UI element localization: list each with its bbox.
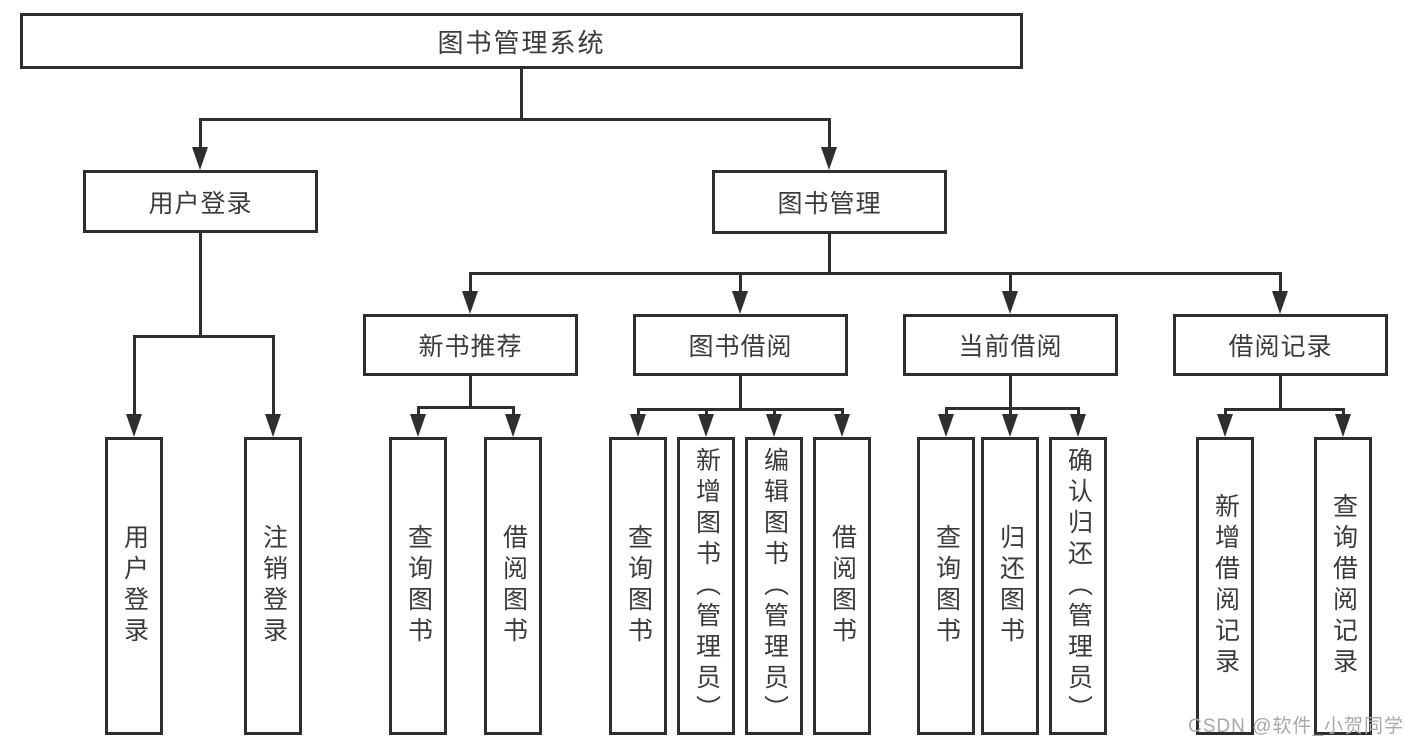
arrow-down-icon: [1002, 291, 1018, 314]
watermark-text: CSDN @软件_小贺同学: [1188, 716, 1404, 737]
node-book-borrowing: 图书借阅: [633, 314, 848, 376]
leaf-label: 新增借阅记录: [1211, 493, 1240, 679]
leaf-label: 借阅图书: [828, 524, 857, 648]
leaf-label: 查询借阅记录: [1329, 493, 1358, 679]
connector-book-borrowing-branch: [637, 408, 844, 411]
leaf-query-books-current: 查询图书: [917, 437, 975, 735]
leaf-add-borrow-record: 新增借阅记录: [1196, 437, 1254, 735]
node-label: 图书管理系统: [437, 27, 606, 58]
connector-level2-branch: [469, 272, 1281, 275]
connector-new-book-stem: [469, 376, 472, 406]
connector-drop-leaf: [1009, 407, 1012, 418]
node-label: 图书管理: [777, 190, 882, 218]
leaf-user-login: 用户登录: [105, 437, 163, 735]
connector-current-borrowing-branch: [945, 407, 1080, 410]
leaf-add-books-admin: 新增图书（管理员）: [677, 437, 735, 735]
node-label: 新书推荐: [418, 333, 523, 361]
leaf-label: 查询图书: [932, 524, 961, 648]
leaf-return-books: 归还图书: [981, 437, 1039, 735]
leaf-label: 查询图书: [624, 524, 653, 648]
arrow-down-icon: [821, 147, 837, 170]
connector-drop-leaf: [705, 408, 708, 418]
leaf-borrow-books-borrowing: 借阅图书: [813, 437, 871, 735]
node-user-login: 用户登录: [83, 170, 318, 233]
leaf-label: 编辑图书（管理员）: [760, 446, 789, 726]
arrow-down-icon: [834, 414, 850, 437]
connector-drop-leaf: [945, 407, 948, 418]
connector-drop-leaf: [1342, 408, 1345, 418]
arrow-down-icon: [126, 414, 142, 437]
connector-new-book-branch: [417, 406, 515, 409]
connector-drop-book-management: [828, 118, 831, 151]
leaf-borrow-books-recommend: 借阅图书: [484, 437, 542, 735]
connector-user-login-branch: [133, 335, 275, 338]
connector-drop-leaf: [1077, 407, 1080, 418]
connector-level1-branch: [199, 118, 831, 121]
node-label: 当前借阅: [958, 333, 1063, 361]
leaf-label: 用户登录: [120, 524, 149, 648]
node-borrowing-records: 借阅记录: [1173, 314, 1388, 376]
connector-drop-leaf: [512, 406, 515, 418]
arrow-down-icon: [410, 414, 426, 437]
node-book-management: 图书管理: [712, 170, 947, 234]
arrow-down-icon: [1272, 291, 1288, 314]
arrow-down-icon: [505, 414, 521, 437]
connector-borrowing-records-branch: [1224, 408, 1345, 411]
arrow-down-icon: [630, 414, 646, 437]
connector-book-borrowing-stem: [739, 376, 742, 408]
connector-drop-new-book: [469, 272, 472, 294]
connector-drop-borrowing-records: [1279, 272, 1282, 294]
leaf-query-books-borrowing: 查询图书: [609, 437, 667, 735]
arrow-down-icon: [265, 414, 281, 437]
connector-drop-leaf: [133, 335, 136, 419]
leaf-label: 借阅图书: [499, 524, 528, 648]
leaf-label: 新增图书（管理员）: [692, 446, 721, 726]
connector-drop-leaf: [272, 335, 275, 419]
node-new-book-recommend: 新书推荐: [363, 314, 578, 376]
leaf-edit-books-admin: 编辑图书（管理员）: [745, 437, 803, 735]
connector-drop-leaf: [1224, 408, 1227, 418]
connector-book-management-stem: [828, 234, 831, 272]
leaf-label: 确认归还（管理员）: [1064, 446, 1093, 726]
leaf-query-books-recommend: 查询图书: [389, 437, 447, 735]
connector-drop-leaf: [841, 408, 844, 418]
leaf-label: 查询图书: [404, 524, 433, 648]
connector-drop-leaf: [417, 406, 420, 418]
arrow-down-icon: [1217, 414, 1233, 437]
connector-root-stem: [520, 69, 523, 118]
leaf-label: 注销登录: [259, 524, 288, 648]
arrow-down-icon: [698, 414, 714, 437]
arrow-down-icon: [192, 147, 208, 170]
arrow-down-icon: [766, 414, 782, 437]
leaf-label: 归还图书: [996, 524, 1025, 648]
leaf-query-borrow-record: 查询借阅记录: [1314, 437, 1372, 735]
connector-current-borrowing-stem: [1009, 376, 1012, 407]
arrow-down-icon: [1335, 414, 1351, 437]
connector-user-login-stem: [199, 233, 202, 335]
connector-drop-leaf: [773, 408, 776, 418]
connector-drop-user-login: [199, 118, 202, 151]
node-label: 借阅记录: [1228, 333, 1333, 361]
node-library-system: 图书管理系统: [20, 13, 1023, 69]
leaf-logout: 注销登录: [244, 437, 302, 735]
connector-drop-leaf: [637, 408, 640, 418]
connector-drop-current-borrowing: [1009, 272, 1012, 294]
node-current-borrowing: 当前借阅: [903, 314, 1118, 376]
leaf-confirm-return-admin: 确认归还（管理员）: [1049, 437, 1107, 735]
arrow-down-icon: [938, 414, 954, 437]
node-label: 用户登录: [148, 189, 253, 218]
arrow-down-icon: [1070, 414, 1086, 437]
arrow-down-icon: [1002, 414, 1018, 437]
node-label: 图书借阅: [688, 333, 793, 361]
connector-drop-book-borrowing: [739, 272, 742, 294]
arrow-down-icon: [732, 291, 748, 314]
arrow-down-icon: [462, 291, 478, 314]
connector-borrowing-records-stem: [1279, 376, 1282, 408]
